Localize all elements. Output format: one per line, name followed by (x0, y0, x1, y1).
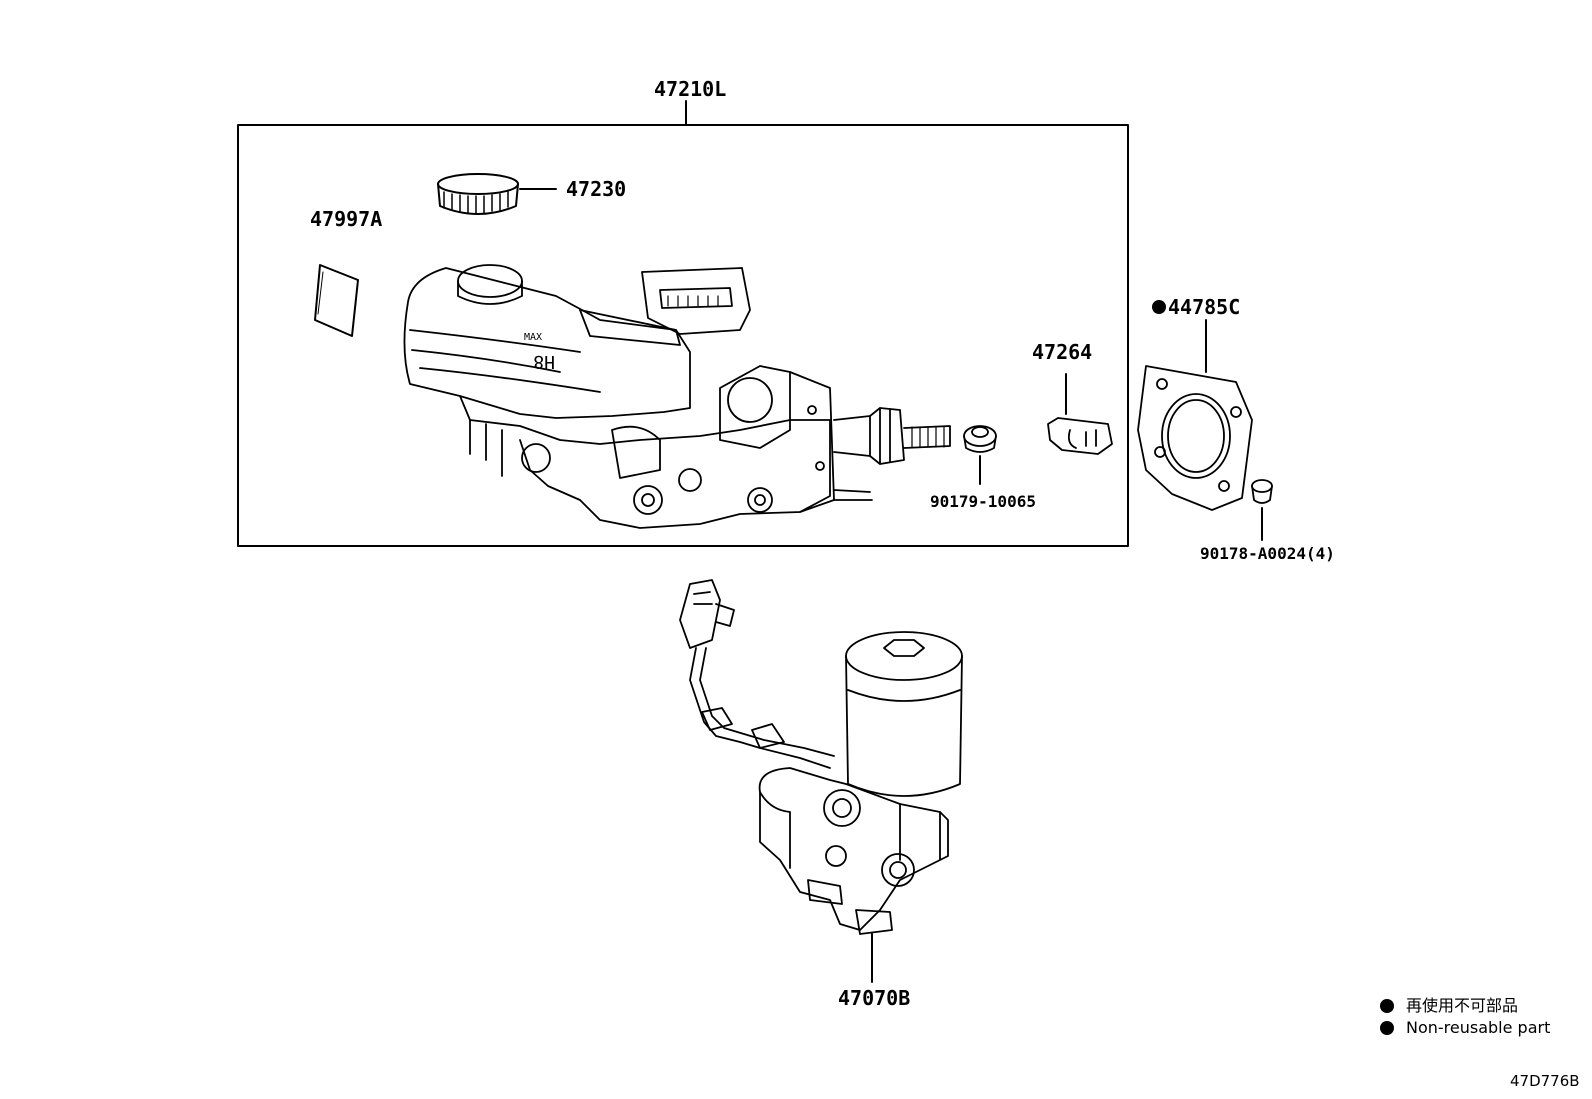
label-47210L: 47210L (654, 77, 727, 101)
label-90178-A0024: 90178-A0024(4) (1200, 544, 1335, 563)
svg-text:H8: H8 (533, 351, 555, 372)
legend-english: Non-reusable part (1380, 1018, 1550, 1037)
legend-dot (1380, 999, 1394, 1013)
master-cylinder: H8 MAX (403, 264, 951, 529)
svg-text:MAX: MAX (524, 332, 542, 343)
screw-90178 (1251, 479, 1273, 504)
assembly-box (237, 124, 1129, 547)
legend-japanese: 再使用不可部品 (1380, 992, 1518, 1016)
bolt-90179 (963, 425, 997, 453)
label-44785C: 44785C (1152, 297, 1240, 317)
legend-dot (1380, 1021, 1394, 1035)
caution-label (314, 264, 359, 337)
bracket-47264 (1047, 417, 1113, 455)
non-reusable-dot (1152, 300, 1166, 314)
diagram-id: 47D776B (1510, 1072, 1580, 1090)
legend-japanese-text: 再使用不可部品 (1406, 996, 1519, 1015)
label-47230: 47230 (566, 177, 627, 201)
label-47070B: 47070B (838, 986, 911, 1010)
gasket-44785C (1137, 365, 1253, 511)
label-47264: 47264 (1032, 340, 1093, 364)
legend-english-text: Non-reusable part (1406, 1018, 1551, 1037)
label-44785C-text: 44785C (1168, 295, 1241, 319)
pump-motor (679, 579, 963, 935)
label-47997A: 47997A (310, 207, 383, 231)
label-90179-10065: 90179-10065 (930, 492, 1036, 511)
reservoir-cap (437, 173, 519, 215)
